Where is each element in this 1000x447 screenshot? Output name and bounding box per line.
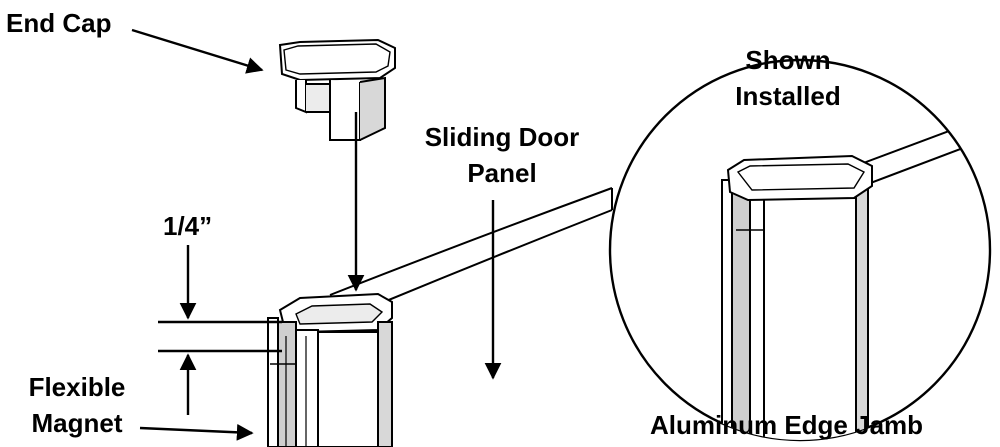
quarter-inch-label: 1/4” xyxy=(163,211,213,241)
magnet-arrow xyxy=(139,423,254,441)
end-cap-arrow xyxy=(131,28,264,74)
sliding-label-line1: Sliding Door xyxy=(424,122,580,152)
flexible-label-line2: Magnet xyxy=(31,408,123,438)
flexible-magnet-label: Flexible Magnet xyxy=(12,372,142,438)
quarter-inch-dimension xyxy=(158,245,282,415)
shown-installed-label: Shown Installed xyxy=(708,45,868,111)
installed-detail-circle xyxy=(608,58,992,442)
shown-label-line1: Shown xyxy=(745,45,831,75)
shown-label-line2: Installed xyxy=(735,81,841,111)
flexible-label-line1: Flexible xyxy=(28,372,126,402)
sliding-door-panel-label: Sliding Door Panel xyxy=(402,122,602,188)
aluminum-edge-jamb-left xyxy=(267,292,393,447)
sliding-label-line2: Panel xyxy=(467,158,537,188)
aluminum-edge-jamb-label: Aluminum Edge Jamb xyxy=(650,410,924,440)
end-cap-label: End Cap xyxy=(6,8,112,38)
end-cap xyxy=(278,38,396,141)
